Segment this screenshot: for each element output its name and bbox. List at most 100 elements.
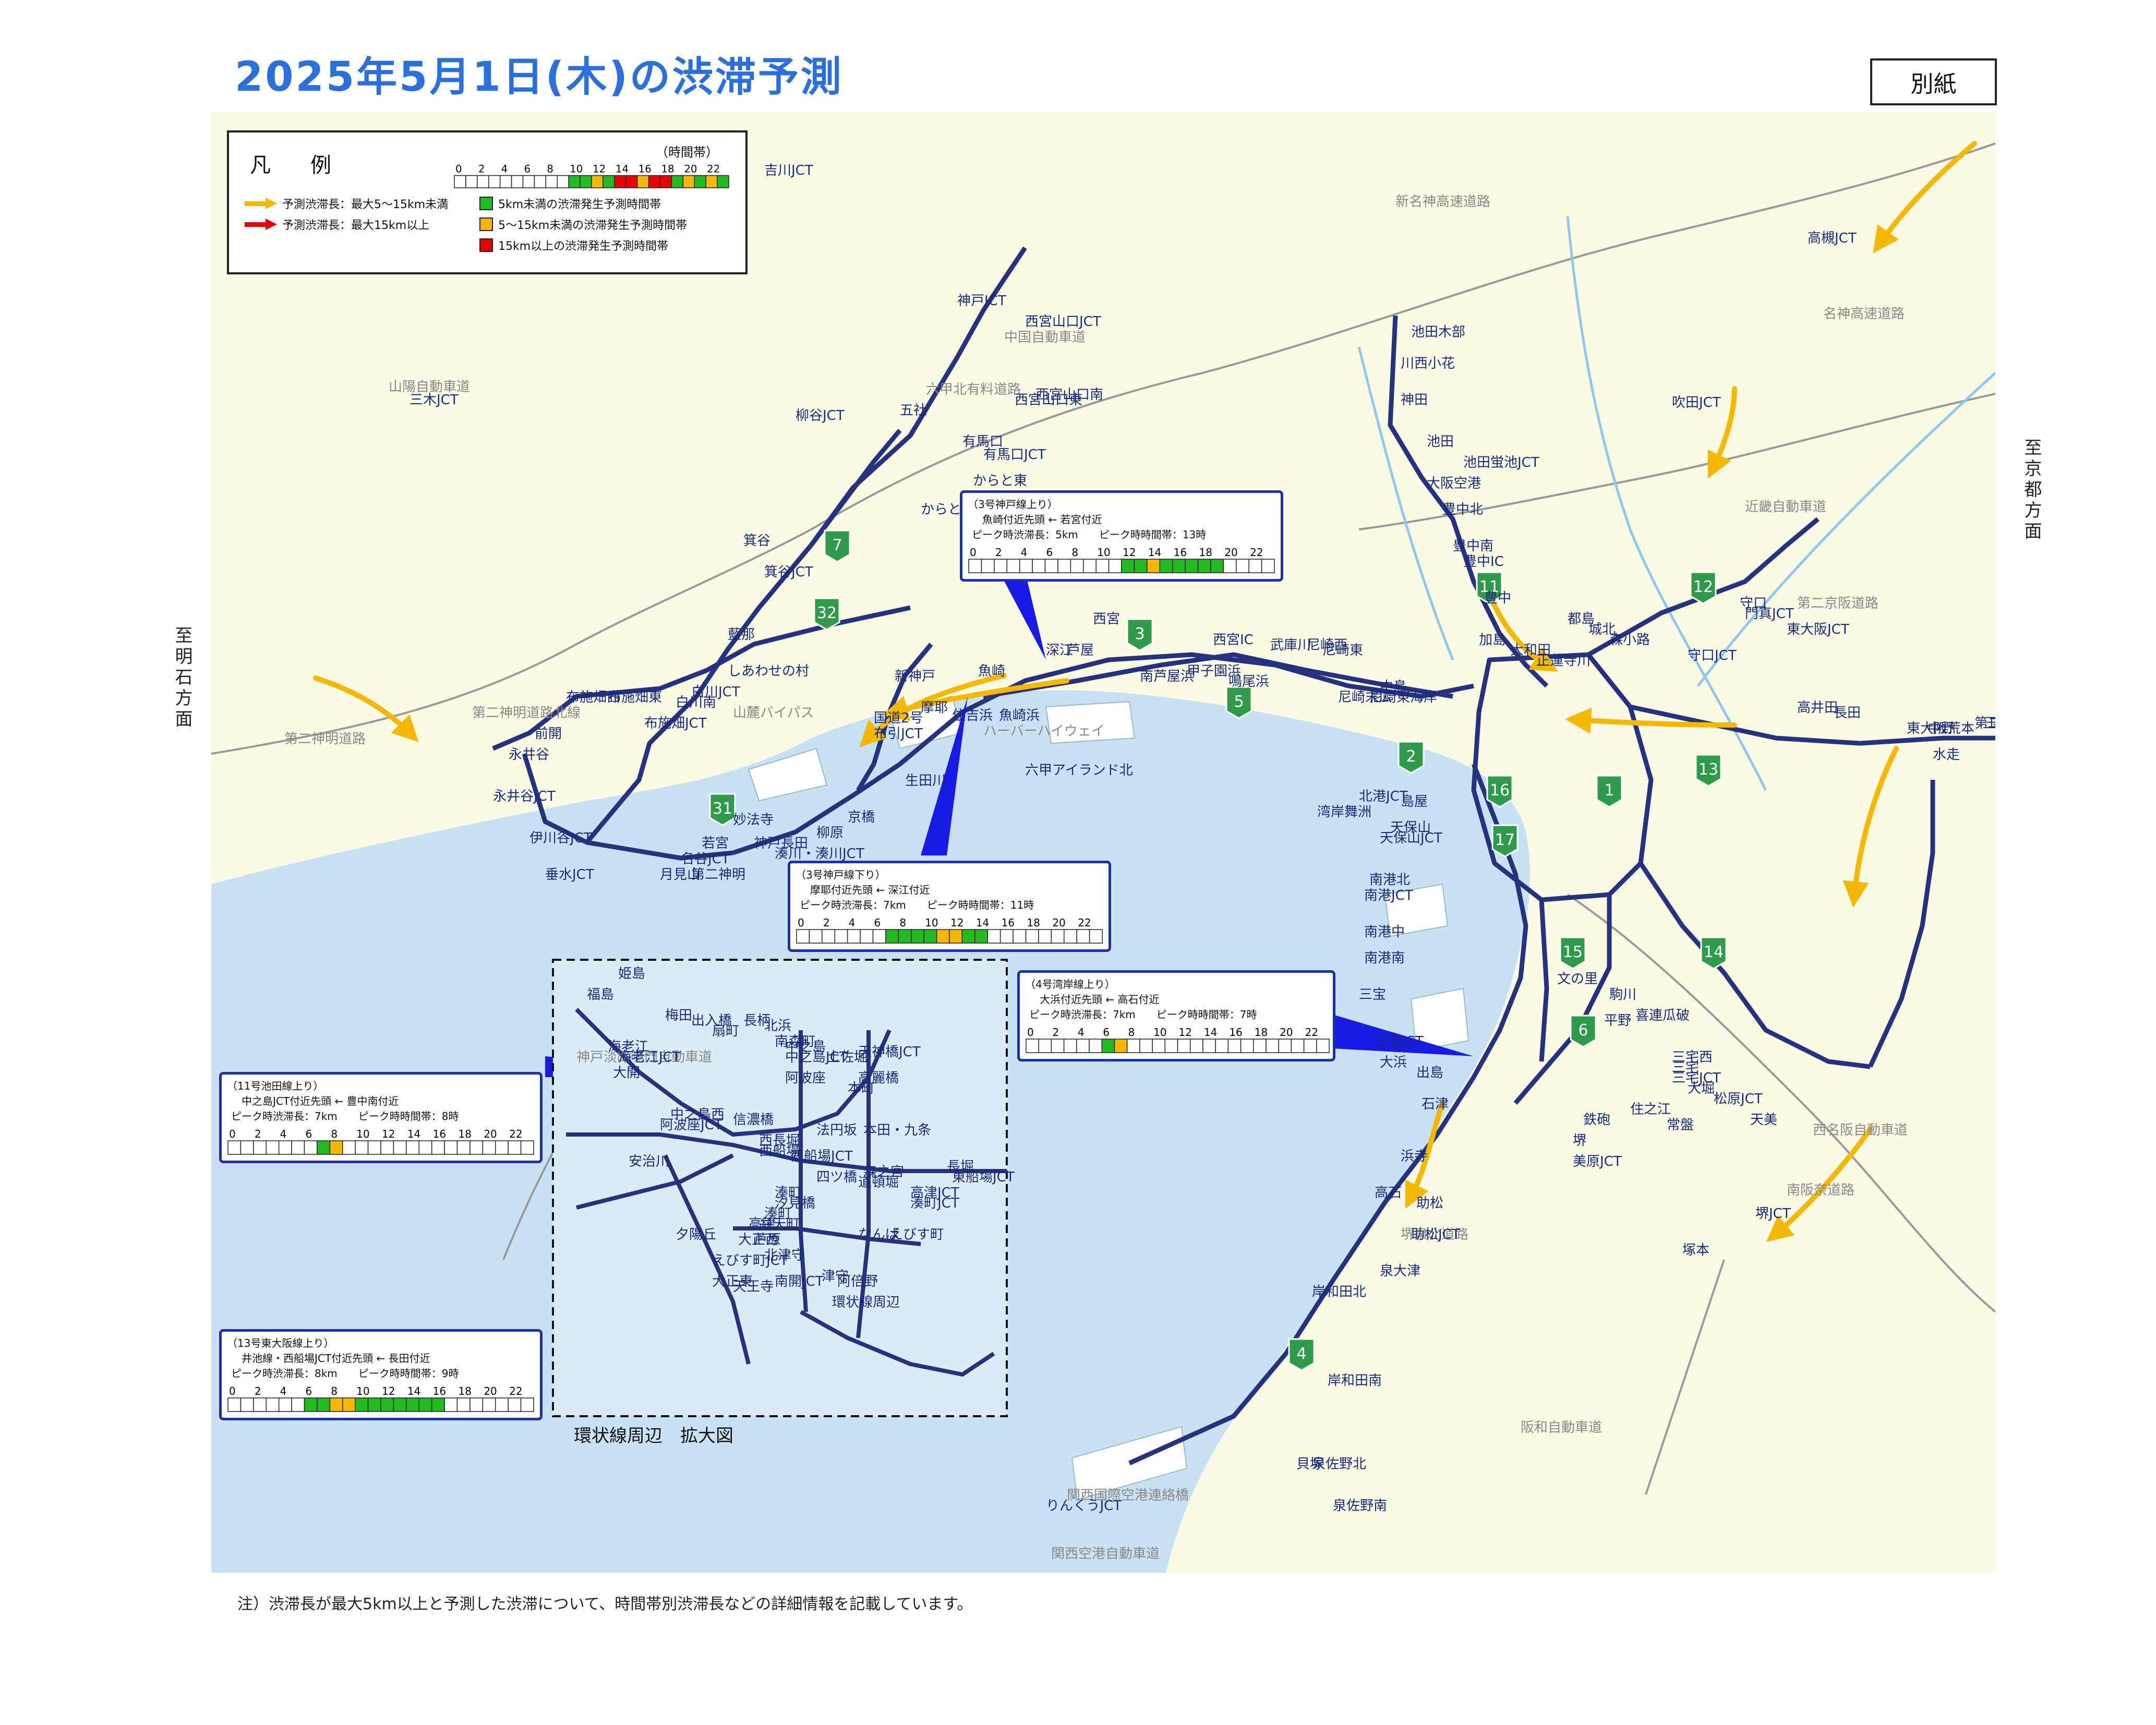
hour-tick-label: 18 xyxy=(1027,916,1040,929)
place-label: 有馬口 xyxy=(962,434,1003,450)
place-label: 西宮山口南 xyxy=(1035,387,1103,403)
place-label: 環状線周辺 xyxy=(832,1295,900,1310)
place-label: からと東 xyxy=(973,473,1027,489)
place-label: 東大阪JCT xyxy=(1787,622,1849,637)
place-label: 大堀 xyxy=(1688,1081,1715,1096)
hour-cell xyxy=(1108,559,1122,573)
hour-cell xyxy=(431,1397,445,1412)
place-label: 城北 xyxy=(1588,622,1616,637)
hour-tick-label: 0 xyxy=(229,1128,236,1140)
hour-cell xyxy=(1121,559,1135,573)
place-label: 中島 xyxy=(1380,679,1407,695)
place-label: 浜寺 xyxy=(1401,1149,1428,1164)
hour-cell xyxy=(329,1397,343,1412)
place-label: 石津 xyxy=(1422,1096,1449,1112)
place-label: 海老江 xyxy=(608,1039,648,1055)
hour-cell xyxy=(1197,559,1211,573)
place-label: えびす町JCT xyxy=(712,1253,788,1269)
place-label: 南港北 xyxy=(1369,872,1410,888)
hour-cell xyxy=(1114,1039,1128,1053)
hour-cell xyxy=(1026,1039,1039,1053)
loop-inset-map xyxy=(552,959,1008,1417)
hour-tick-label: 6 xyxy=(306,1385,312,1397)
hour-tick-label: 10 xyxy=(570,163,583,175)
hour-cell xyxy=(278,1397,292,1412)
callout-higashiosaka13-up: （13号東大阪線上り） 井池線・西船場JCT付近先頭 ← 長田付近 ピーク時渋滞… xyxy=(219,1329,543,1420)
hour-tick-label: 8 xyxy=(1128,1026,1135,1039)
hour-tick-label: 20 xyxy=(484,1128,497,1140)
hour-cell xyxy=(1013,929,1027,944)
hour-cell xyxy=(614,175,627,188)
hour-cell xyxy=(1189,1039,1203,1053)
place-label: 湾岸舞洲 xyxy=(1317,804,1371,820)
hour-cell xyxy=(1019,559,1033,573)
place-label: 大浜 xyxy=(1380,1055,1407,1070)
hour-tick-label: 14 xyxy=(1204,1026,1217,1039)
route-badge: 4 xyxy=(1288,1338,1315,1371)
hour-tick-label: 12 xyxy=(1179,1026,1192,1039)
place-label: 西長堀 xyxy=(759,1133,800,1149)
place-label: 前開 xyxy=(535,726,562,742)
hour-cell xyxy=(329,1140,343,1155)
place-label: 南港JCT xyxy=(1364,888,1413,903)
place-label: 天保山 xyxy=(1390,820,1431,836)
place-label: 南港南 xyxy=(1364,950,1405,966)
hour-tick-label: 2 xyxy=(823,916,830,929)
hour-cell xyxy=(994,559,1007,573)
place-label: 布引JCT xyxy=(874,726,923,742)
legend-item-label: 予測渋滞長：最大5～15km未満 xyxy=(282,198,449,211)
place-label: 妙法寺 xyxy=(733,812,774,828)
hour-cell xyxy=(1202,1039,1216,1053)
hour-cell xyxy=(981,559,995,573)
hour-cell xyxy=(1185,559,1199,573)
rivers xyxy=(1357,216,1995,791)
place-label: 四ツ橋 xyxy=(816,1169,857,1185)
route-badge: 11 xyxy=(1476,571,1503,605)
callout-section: 大浜付近先頭 ← 高石付近 xyxy=(1040,993,1160,1006)
legend-timeband-label: （時間帯） xyxy=(656,145,718,160)
place-label: 岸和田南 xyxy=(1328,1373,1382,1389)
hour-cell xyxy=(355,1397,369,1412)
place-label: 正蓮寺川 xyxy=(1536,653,1591,669)
hour-cell xyxy=(648,175,661,188)
hour-cell xyxy=(949,929,963,944)
hour-cell xyxy=(1316,1039,1330,1053)
place-label: 箕谷JCT xyxy=(764,564,813,580)
place-label: 阿波座 xyxy=(785,1070,826,1086)
route-badge: 16 xyxy=(1486,775,1513,808)
place-label: 摩耶 xyxy=(921,700,948,716)
hour-tick-label: 8 xyxy=(899,916,906,929)
hour-tick-label: 16 xyxy=(433,1128,446,1140)
place-label: 大阪空港 xyxy=(1427,476,1481,491)
hour-cell xyxy=(1038,1039,1052,1053)
hour-tick-label: 4 xyxy=(280,1385,287,1397)
place-label: 永井谷JCT xyxy=(493,789,556,804)
place-label: 泉佐野北 xyxy=(1312,1456,1366,1472)
hour-tick-label: 8 xyxy=(547,163,553,175)
expressway-label: 山麓バイパス xyxy=(733,705,814,721)
hour-cell xyxy=(1253,1039,1267,1053)
place-label: 門真JCT xyxy=(1745,606,1794,622)
place-label: 豊中南 xyxy=(1453,538,1493,554)
hour-cell xyxy=(291,1140,305,1155)
place-label: 阿倍野 xyxy=(837,1274,878,1289)
place-label: りんくうJCT xyxy=(1046,1498,1122,1514)
hour-cell xyxy=(822,929,835,944)
hour-cell xyxy=(1240,1039,1254,1053)
hour-cell xyxy=(304,1140,318,1155)
place-label: 豊中IC xyxy=(1463,554,1504,570)
route-badge-number: 14 xyxy=(1704,943,1724,961)
place-label: 中野 xyxy=(1928,721,1955,737)
hour-cell xyxy=(355,1140,369,1155)
hour-cell xyxy=(671,175,684,188)
hour-cell xyxy=(1051,1039,1065,1053)
hour-cell xyxy=(1044,559,1058,573)
expressway-label: 近畿自動車道 xyxy=(1745,499,1826,515)
place-label: 布施畑西 xyxy=(566,690,620,705)
place-label: 安治川 xyxy=(629,1154,669,1169)
hour-tick-label: 16 xyxy=(1002,916,1015,929)
hour-tick-label: 0 xyxy=(1027,1026,1034,1039)
route-badge: 13 xyxy=(1695,754,1722,787)
route-badge: 1 xyxy=(1596,775,1623,808)
